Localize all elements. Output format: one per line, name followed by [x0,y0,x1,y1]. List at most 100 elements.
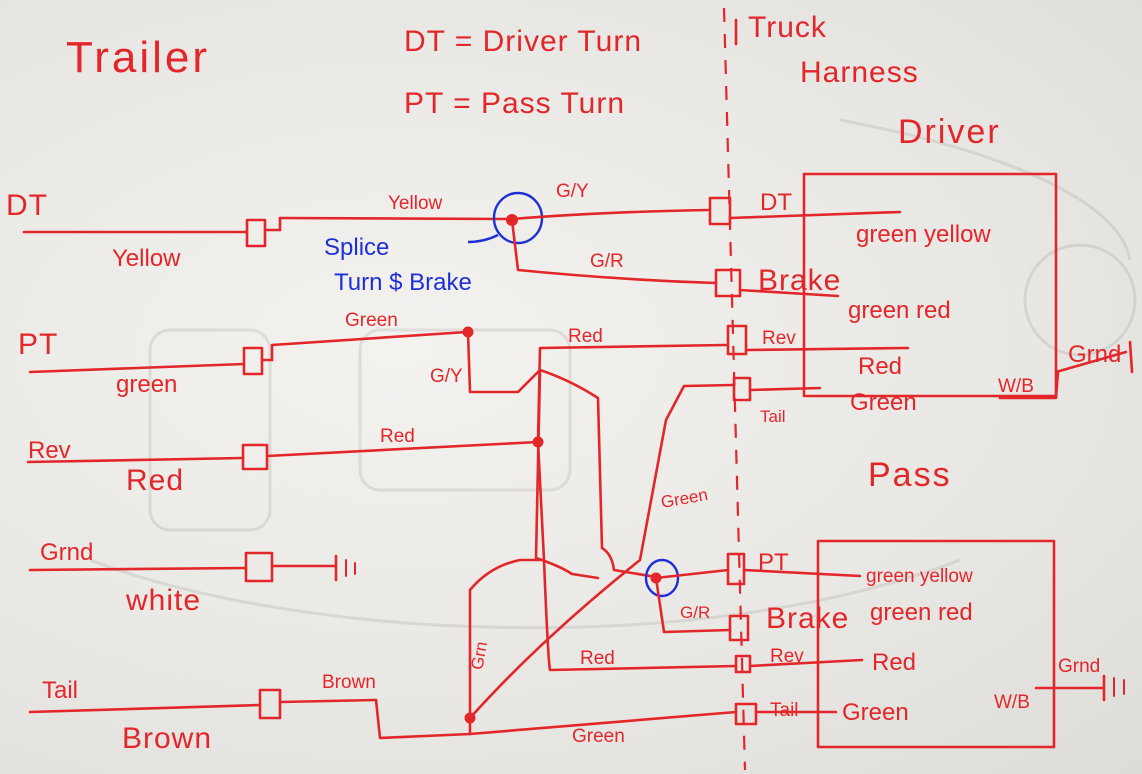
trailer-grnd-label: Grnd [40,539,93,566]
red-mid-label: Red [380,426,415,447]
pass-tail-connector [734,702,758,726]
driver-rev-out [744,346,910,352]
page-title: Trailer [66,33,210,82]
yellow-wire-label: Yellow [388,193,443,214]
driver-dt-out [728,210,902,220]
pt-wire [28,362,246,374]
yellow-wire [278,216,509,221]
brown-wire-label: Brown [322,672,376,693]
pass-harness: PT Brake Rev Tail green yellow green red… [726,539,1125,749]
trailer-pt-color: green [116,371,177,398]
driver-ground-wire [1054,350,1128,374]
driver-ground-label: Grnd [1068,341,1121,368]
gy-wire-pass [538,368,658,579]
trailer-dt-label: DT [6,189,48,222]
driver-rev-connector [726,324,748,356]
pass-brake-connector [728,614,750,642]
pass-wire-3: Red [872,649,916,676]
tail-wire [28,703,262,714]
gr-bottom-label: G/R [680,603,710,622]
gy-wire-pass-pt [654,568,730,580]
pass-ground-color: W/B [994,692,1030,713]
pass-ground-label: Grnd [1058,656,1100,677]
gy-mid-label: G/Y [430,366,463,387]
splice-note-line1: Splice [324,234,389,261]
pass-rev-out [748,658,864,668]
red-wire-rev [265,440,540,458]
driver-brake-connector [714,268,742,298]
pass-wire-2: green red [870,599,973,626]
truck-harness-title-line1: Truck [748,11,827,44]
gy-wire-mid [466,330,542,394]
driver-wire-1: green yellow [856,221,991,248]
pass-pt-out [742,568,862,578]
dt-connector [245,218,267,248]
pass-harness-box [816,539,1056,749]
trailer-tail-color: Brown [122,722,212,755]
pass-conn-rev: Rev [770,646,804,667]
driver-harness-box [802,172,1058,398]
driver-ground-color: W/B [998,376,1034,397]
driver-conn-rev: Rev [762,328,796,349]
driver-wire-2: green red [848,297,951,324]
splice-circle-pass [644,558,680,598]
driver-ground-lead [998,370,1060,400]
trailer-grnd-color: white [125,584,201,617]
gy-wire-driver [510,208,710,221]
legend-dt: DT = Driver Turn [404,25,642,58]
green-wire-pt [270,330,469,347]
pass-conn-tail: Tail [770,700,799,721]
legend-pt: PT = Pass Turn [404,87,625,120]
trailer-rev-color: Red [126,464,184,497]
driver-ground-symbol [1128,340,1134,374]
pt-connector [242,346,264,376]
driver-side-title: Driver [898,113,1001,151]
grnd-wire [28,566,248,572]
red-bottom-label: Red [580,648,615,669]
gy-wire-pass-alt [534,368,600,580]
trailer-tail-label: Tail [42,677,78,704]
red-wire-driver-rev [536,343,728,444]
driver-wire-3: Red [858,353,902,380]
green-bottom-label: Green [572,726,625,747]
driver-conn-dt: DT [760,189,792,216]
green-diag-label: Green [659,485,709,512]
green-wire-vertical [468,558,542,736]
gr-wire-driver [510,218,718,285]
pass-conn-brake: Brake [766,602,849,635]
trailer-pt-label: PT [18,328,58,361]
truck-harness-title-line2: Harness [800,56,919,89]
gr-wire-pass [654,576,732,634]
rev-wire [26,456,245,464]
pass-wire-1: green yellow [866,566,973,587]
pass-pt-connector [726,552,746,586]
pass-rev-connector [734,654,752,674]
red-wire-pass-rev [536,440,738,672]
trailer-truck-divider [722,7,747,771]
splice-pointer [467,233,499,244]
gr-top-label: G/R [590,251,624,272]
brown-wire-2 [374,698,472,740]
driver-conn-tail: Tail [760,407,786,426]
splice-note-line2: Turn $ Brake [334,269,472,296]
gy-top-label: G/Y [556,181,589,202]
driver-tail-out [748,386,822,392]
driver-tail-connector [732,376,752,402]
grnd-connector [244,551,274,583]
rev-connector [241,443,269,471]
driver-brake-out [738,288,840,298]
trailer-dt-color: Yellow [112,245,181,272]
driver-harness: DT Brake Rev Tail green yellow green red… [708,172,1134,426]
green-wire-driver-tail [468,383,736,720]
tail-connector [258,688,282,720]
brown-wire-1 [278,698,378,704]
driver-wire-4: Green [850,389,917,416]
green-wire-pass-tail [468,710,738,736]
grn-vert-label: Grn [467,640,491,671]
trailer-rev-label: Rev [28,437,71,464]
green-wire-label: Green [345,310,398,331]
pass-side-title: Pass [868,456,952,494]
red-top-label: Red [568,326,603,347]
